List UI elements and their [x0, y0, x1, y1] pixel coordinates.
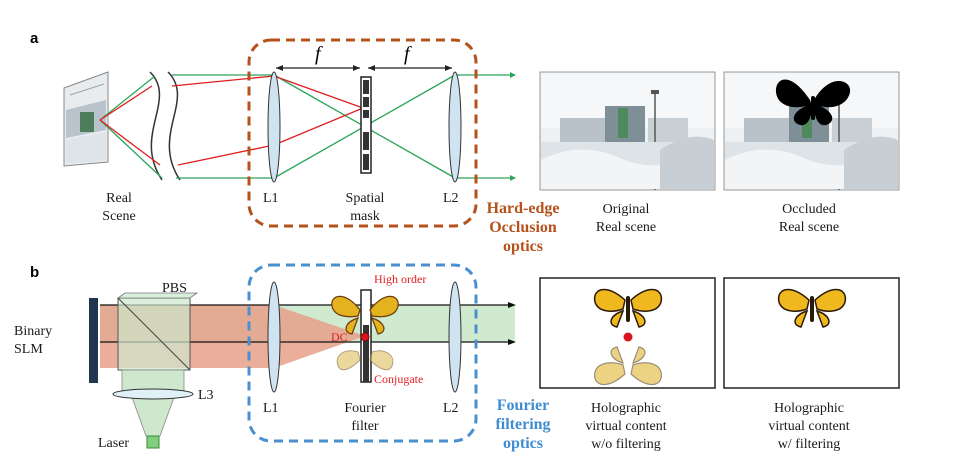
lens-l1-label: L1	[263, 191, 279, 206]
fourier-optics-label-2: filtering	[495, 416, 550, 433]
real-scene-image	[63, 71, 109, 167]
laser-path	[112, 369, 194, 449]
filter-caption-1: Holographic	[774, 401, 844, 416]
lens-l2-b-label: L2	[443, 401, 459, 416]
binary-slm	[89, 298, 98, 383]
arrow-top	[510, 72, 516, 78]
original-caption-2: Real scene	[596, 220, 656, 235]
filter-caption-3: w/ filtering	[778, 437, 841, 452]
lens-l1	[267, 71, 281, 183]
dc-spot	[360, 332, 370, 342]
no-filter-caption-2: virtual content	[585, 419, 666, 434]
lens-l3	[112, 388, 194, 400]
occluded-scene-photo	[723, 71, 900, 191]
lens-l2-label: L2	[443, 191, 459, 206]
arrow-bottom	[510, 175, 516, 181]
original-caption-1: Original	[603, 202, 650, 217]
red-rays	[99, 75, 364, 166]
occlusion-optics-label-3: optics	[503, 238, 543, 255]
original-scene-photo	[539, 71, 716, 191]
spatial-mask-label-1: Spatial	[346, 191, 385, 206]
fourier-optics-label-3: optics	[503, 435, 543, 452]
dc-label: DC	[331, 330, 348, 344]
spatial-mask-label-2: mask	[350, 209, 380, 224]
butterfly-high-order	[331, 295, 399, 335]
butterfly-filtered	[777, 288, 847, 328]
break-line-right	[167, 71, 181, 181]
occluded-caption-2: Real scene	[779, 220, 839, 235]
occlusion-optics-label-2: Occlusion	[489, 219, 557, 236]
pbs-label: PBS	[162, 281, 187, 296]
butterfly-conjugate-no-filter	[594, 346, 662, 386]
real-scene-label-2: Scene	[102, 209, 135, 224]
fourier-optics-label-1: Fourier	[497, 397, 549, 414]
fourier-filter-label-2: filter	[351, 419, 379, 434]
slm-label-1: Binary	[14, 324, 52, 339]
butterfly-top-no-filter	[593, 288, 663, 328]
hologram-filter-frame	[723, 277, 900, 389]
no-filter-caption-1: Holographic	[591, 401, 661, 416]
slm-label-2: SLM	[14, 342, 43, 357]
lens-l2	[448, 71, 462, 183]
real-scene-label-1: Real	[106, 191, 132, 206]
panel-b-label: b	[30, 264, 39, 281]
lens-l3-label: L3	[198, 388, 214, 403]
break-line-left	[149, 71, 163, 181]
occlusion-optics-label-1: Hard-edge	[487, 200, 560, 217]
laser-label: Laser	[98, 436, 129, 451]
pbs-cube	[116, 292, 199, 371]
fourier-optics-box	[247, 263, 478, 443]
occluding-butterfly-silhouette	[775, 79, 851, 126]
no-filter-caption-3: w/o filtering	[591, 437, 661, 452]
spatial-mask	[360, 76, 372, 174]
focal-label-left: f	[315, 43, 323, 65]
lens-l1-b	[267, 281, 281, 393]
lens-l2-b	[448, 281, 462, 393]
occluded-caption-1: Occluded	[782, 202, 836, 217]
butterfly-conjugate	[336, 350, 394, 371]
laser-source	[146, 435, 160, 449]
conjugate-label: Conjugate	[374, 372, 423, 386]
fourier-filter-label-1: Fourier	[344, 401, 386, 416]
panel-a-label: a	[30, 30, 39, 47]
occlusion-optics-box	[247, 38, 478, 228]
filter-caption-2: virtual content	[768, 419, 849, 434]
focal-label-right: f	[404, 43, 412, 65]
high-order-label: High order	[374, 272, 426, 286]
lens-l1-b-label: L1	[263, 401, 279, 416]
dc-dot-no-filter	[623, 332, 633, 342]
